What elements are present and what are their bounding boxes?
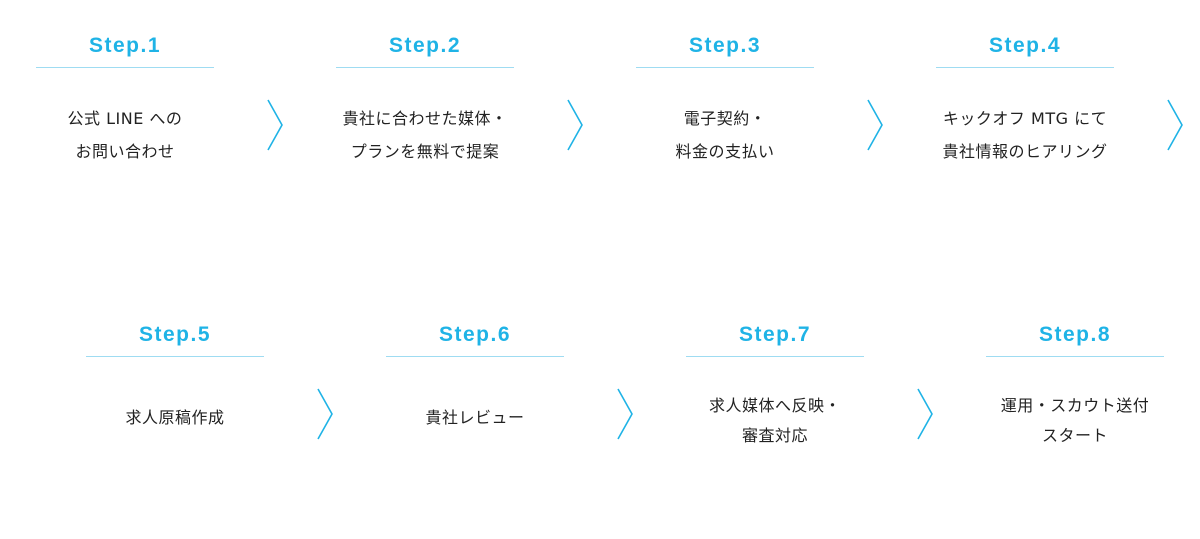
step-6: Step.6 貴社レビュー — [386, 322, 564, 434]
step-description-line: 貴社に合わせた媒体・ — [342, 109, 508, 128]
step-description: 貴社に合わせた媒体・ プランを無料で提案 — [316, 102, 534, 168]
step-description-line: スタート — [1041, 426, 1108, 445]
step-description-line: 求人媒体へ反映・ — [708, 396, 841, 415]
step-description: 求人原稿作成 — [66, 401, 284, 434]
step-description-line: 審査対応 — [741, 426, 808, 445]
step-4: Step.4 キックオフ MTG にて 貴社情報のヒアリング — [936, 33, 1114, 168]
step-description-line: 求人原稿作成 — [125, 408, 225, 427]
step-description-line: 貴社レビュー — [425, 408, 525, 427]
step-description: 求人媒体へ反映・ 審査対応 — [666, 391, 884, 451]
step-description-line: 電子契約・ — [683, 109, 767, 128]
step-divider — [86, 356, 264, 357]
step-8: Step.8 運用・スカウト送付 スタート — [986, 322, 1164, 451]
chevron-right-icon — [866, 99, 884, 151]
step-title: Step.2 — [388, 34, 462, 57]
step-description-line: 運用・スカウト送付 — [1000, 396, 1150, 415]
step-description-line: 貴社情報のヒアリング — [942, 142, 1108, 161]
step-3: Step.3 電子契約・ 料金の支払い — [636, 33, 814, 168]
step-title: Step.5 — [138, 323, 212, 346]
step-title: Step.1 — [88, 34, 162, 57]
step-divider — [336, 67, 514, 68]
chevron-right-icon — [316, 388, 334, 440]
step-title: Step.6 — [438, 323, 512, 346]
chevron-right-icon — [916, 388, 934, 440]
chevron-right-icon — [616, 388, 634, 440]
step-description: 運用・スカウト送付 スタート — [966, 391, 1184, 451]
step-2: Step.2 貴社に合わせた媒体・ プランを無料で提案 — [336, 33, 514, 168]
step-description: 貴社レビュー — [366, 401, 584, 434]
step-divider — [936, 67, 1114, 68]
chevron-right-icon — [1166, 99, 1184, 151]
step-divider — [686, 356, 864, 357]
step-description-line: お問い合わせ — [75, 142, 175, 161]
chevron-right-icon — [566, 99, 584, 151]
step-divider — [386, 356, 564, 357]
step-divider — [636, 67, 814, 68]
step-title: Step.8 — [1038, 323, 1112, 346]
step-divider — [36, 67, 214, 68]
step-description-line: 料金の支払い — [675, 142, 775, 161]
step-description: キックオフ MTG にて 貴社情報のヒアリング — [916, 102, 1134, 168]
step-description: 公式 LINE への お問い合わせ — [16, 102, 234, 168]
step-description: 電子契約・ 料金の支払い — [616, 102, 834, 168]
step-description-line: キックオフ MTG にて — [942, 109, 1108, 128]
step-5: Step.5 求人原稿作成 — [86, 322, 264, 434]
chevron-right-icon — [266, 99, 284, 151]
step-title: Step.4 — [988, 34, 1062, 57]
step-1: Step.1 公式 LINE への お問い合わせ — [36, 33, 214, 168]
step-title: Step.3 — [688, 34, 762, 57]
step-description-line: 公式 LINE への — [67, 109, 183, 128]
step-divider — [986, 356, 1164, 357]
step-description-line: プランを無料で提案 — [350, 142, 500, 161]
step-7: Step.7 求人媒体へ反映・ 審査対応 — [686, 322, 864, 451]
step-title: Step.7 — [738, 323, 812, 346]
